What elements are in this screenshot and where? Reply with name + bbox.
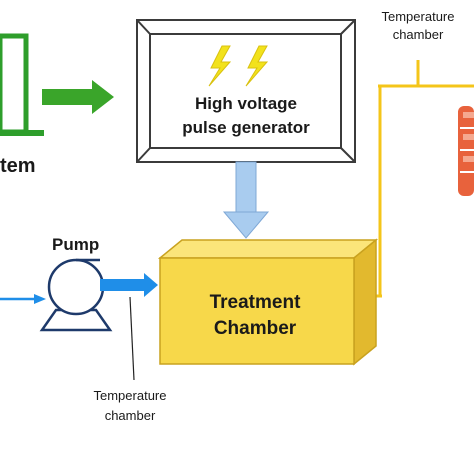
outlet-arrow [100, 273, 158, 297]
pump-icon [39, 258, 113, 332]
yellow-wire [372, 60, 474, 298]
treatment-chamber-label: Treatment Chamber [170, 290, 340, 342]
system-label-fragment: tem [0, 155, 36, 177]
pump-label: Pump [52, 235, 100, 254]
treatment-chamber-box [157, 238, 379, 366]
temperature-chamber-bottom-line-1: Temperature [93, 388, 167, 403]
temperature-chamber-bottom-line-2: chamber [104, 408, 156, 423]
treatment-chamber-label-line-1: Treatment [209, 292, 301, 313]
temperature-chamber-label-top: Temperature chamber [366, 8, 470, 44]
generator-label-line-2: pulse generator [182, 118, 310, 137]
pulse-generator-box [136, 19, 356, 163]
generator-label: High voltage pulse generator [160, 92, 332, 140]
generator-label-line-1: High voltage [194, 94, 297, 113]
temperature-chamber-label-bottom: Temperature chamber [78, 386, 182, 426]
temperature-chamber-top-line-2: chamber [392, 27, 444, 42]
down-arrow-icon [222, 161, 270, 239]
green-arrow-icon [42, 80, 114, 114]
temperature-probe-line [129, 296, 135, 381]
lightning-bolt-icon [208, 45, 232, 87]
treatment-chamber-label-line-2: Chamber [213, 318, 297, 339]
battery-stack-icon [458, 106, 474, 196]
laptop-icon [0, 33, 44, 136]
inlet-arrow [0, 294, 46, 304]
lightning-bolt-icon [245, 45, 269, 87]
temperature-chamber-top-line-1: Temperature [381, 9, 455, 24]
